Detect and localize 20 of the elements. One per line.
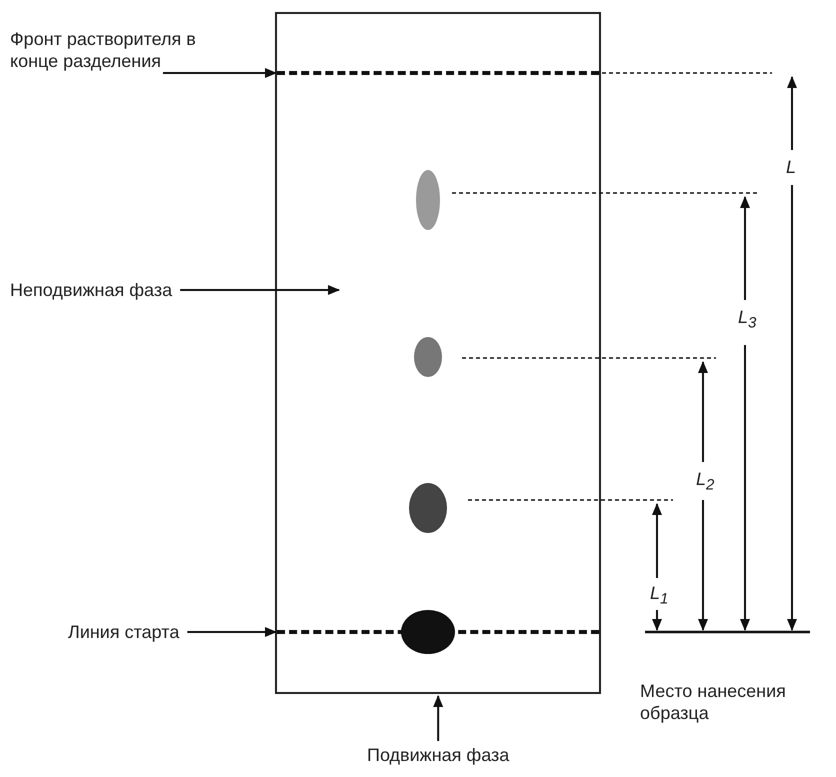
arrow [187, 627, 277, 637]
sample-spot [401, 610, 455, 654]
caption-label: Место нанесения образца [640, 680, 787, 724]
dimension-label: L [786, 156, 796, 178]
caption-label: Линия старта [68, 621, 180, 643]
caption-label: Неподвижная фаза [10, 279, 172, 301]
arrow [433, 695, 444, 741]
dashed-line [277, 71, 599, 75]
dimension-label: L$_{1}$ [650, 582, 668, 610]
dimension-label: L$_{2}$ [696, 468, 714, 496]
tlc-plate [275, 12, 601, 694]
sample-spot [414, 337, 442, 377]
caption-label: Фронт растворителя в конце разделения [10, 28, 210, 72]
dimension-label: L$_{3}$ [738, 306, 756, 334]
sample-spot [409, 483, 447, 533]
arrow [163, 68, 277, 78]
sample-spot [416, 170, 440, 230]
dashed-line [277, 630, 599, 634]
caption-label: Подвижная фаза [367, 744, 510, 766]
arrow [180, 285, 340, 295]
